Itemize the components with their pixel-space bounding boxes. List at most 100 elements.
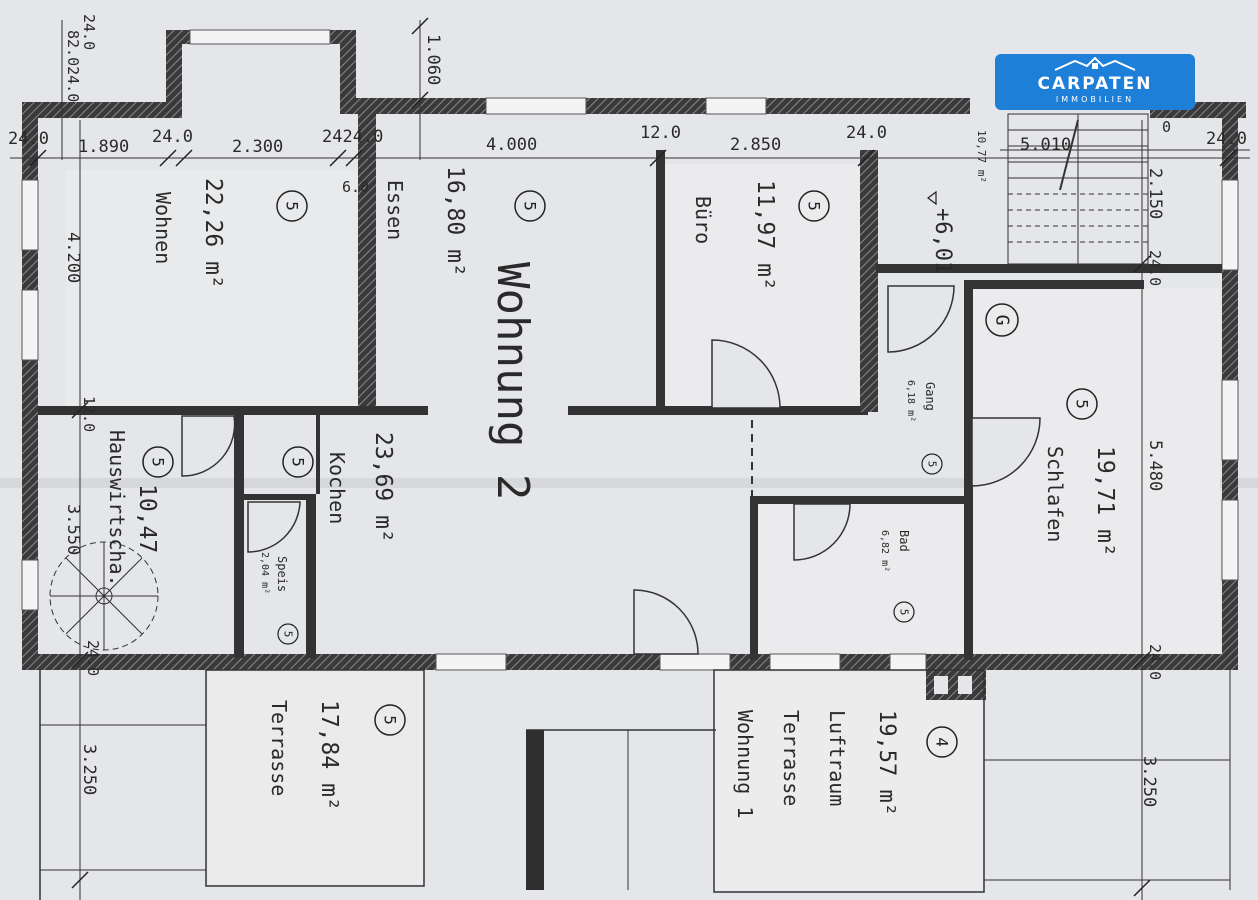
wall-stair-bottom bbox=[876, 264, 1222, 273]
room-name: Bad bbox=[897, 530, 911, 552]
window bbox=[1221, 499, 1239, 581]
logo-brand: CARPATEN bbox=[1037, 74, 1153, 94]
wall-wohnen-right bbox=[358, 114, 376, 410]
room-badge-number: 5 bbox=[1073, 399, 1092, 409]
dim-label: 1.890 bbox=[78, 137, 129, 157]
wall-buero-left bbox=[656, 150, 665, 412]
luftraum: 4 19,57 m² Luftraum Terrasse Wohnung 1 bbox=[733, 710, 958, 818]
window bbox=[435, 653, 507, 671]
wall-bad-left bbox=[750, 496, 758, 660]
chimney-hole bbox=[934, 676, 948, 694]
room-badge-number: 5 bbox=[805, 201, 824, 211]
terrace-wall bbox=[526, 730, 544, 890]
staircase bbox=[1007, 113, 1149, 265]
level-marker bbox=[927, 190, 937, 206]
room-badge bbox=[282, 446, 314, 478]
wall-top-mid bbox=[340, 98, 970, 114]
stair-level: +6,01 bbox=[930, 208, 955, 274]
window bbox=[769, 653, 841, 671]
window bbox=[889, 653, 927, 671]
chimney-hole bbox=[958, 676, 972, 694]
carpaten-logo: CARPATEN IMMOBILIEN bbox=[995, 54, 1195, 110]
room-area: 6,82 m² bbox=[879, 530, 890, 572]
wall-kochen-left bbox=[316, 414, 320, 494]
room-area: 2,04 m² bbox=[259, 552, 270, 594]
door-bad bbox=[793, 503, 851, 561]
room-area: 16,80 m² bbox=[442, 166, 468, 277]
wall-buero-right bbox=[860, 150, 878, 412]
room-kochen: 5 23,69 m² Kochen bbox=[282, 432, 396, 543]
dim-label: 3.250 bbox=[79, 744, 99, 795]
room-name: Essen bbox=[383, 180, 407, 240]
wall-mid-horizontal bbox=[38, 406, 428, 415]
room-stair: +6,01 G 10,77 m² bbox=[930, 130, 1019, 337]
wall-mid-horizontal-2 bbox=[568, 406, 868, 415]
room-badge-number: 5 bbox=[521, 201, 540, 211]
dim-label: 5.480 bbox=[1145, 440, 1165, 491]
doors bbox=[181, 285, 1041, 655]
luftraum-outline bbox=[713, 669, 985, 893]
room-name: Schlafen bbox=[1043, 446, 1067, 542]
dim-label: 24.0 bbox=[1206, 129, 1247, 149]
room-badge bbox=[142, 446, 174, 478]
room-name: Hauswirtscha. bbox=[105, 430, 129, 587]
dim-label: 1.060 bbox=[423, 34, 443, 85]
window bbox=[189, 29, 331, 45]
dim-label: 24.0 bbox=[8, 129, 49, 149]
bay-wall-right bbox=[340, 30, 356, 114]
room-name: Wohnen bbox=[151, 192, 175, 264]
dim-label: 3.550 bbox=[63, 504, 83, 555]
door-hwr bbox=[181, 415, 236, 477]
door-entry bbox=[633, 589, 699, 655]
dim-label: 24.0 bbox=[80, 14, 98, 50]
dim-label: 2.850 bbox=[730, 135, 781, 155]
stair-area: 10,77 m² bbox=[975, 130, 988, 183]
room-speis: Speis 2,04 m² 5 bbox=[259, 552, 299, 645]
dim-label: 24.0 bbox=[84, 640, 102, 676]
luftraum-line-4: Wohnung 1 bbox=[733, 710, 757, 818]
dim-label: 0 bbox=[1162, 118, 1171, 136]
room-fill-bad bbox=[757, 502, 965, 656]
dim-label: 6.0 bbox=[342, 178, 369, 196]
room-badge-number: 5 bbox=[381, 715, 400, 725]
room-badge bbox=[277, 623, 299, 645]
wall-hwr-right bbox=[234, 412, 244, 658]
door-speis bbox=[247, 501, 301, 553]
room-buero: 5 11,97 m² Büro bbox=[691, 180, 830, 291]
room-wohnen: 5 22,26 m² Wohnen bbox=[151, 178, 308, 289]
room-badge-number: 4 bbox=[933, 737, 952, 747]
window bbox=[1221, 379, 1239, 461]
room-fill-luftraum bbox=[714, 672, 982, 890]
room-area: 11,97 m² bbox=[752, 180, 778, 291]
window bbox=[659, 653, 731, 671]
room-badge-number: 5 bbox=[898, 609, 911, 616]
stair-badge-circle bbox=[985, 303, 1019, 337]
room-badge bbox=[276, 190, 308, 222]
wall-bottom bbox=[22, 654, 1238, 670]
dim-label: 24.0 bbox=[1146, 250, 1164, 286]
luftraum-line-1: 19,57 m² bbox=[874, 710, 899, 816]
terrace-outline bbox=[205, 669, 425, 887]
window bbox=[485, 97, 587, 115]
dim-label: 5.010 bbox=[1020, 135, 1071, 155]
dim-label: 24.0 bbox=[1146, 644, 1164, 680]
dim-label: 24.0 bbox=[846, 123, 887, 143]
room-gang: Gang 6,18 m² 5 bbox=[905, 380, 943, 475]
dim-label: 4.000 bbox=[486, 135, 537, 155]
room-fill-terrasse bbox=[208, 672, 424, 884]
window bbox=[1221, 179, 1239, 271]
room-badge bbox=[926, 726, 958, 758]
dim-label: 2.150 bbox=[1145, 168, 1165, 219]
stair-badge: G bbox=[992, 315, 1013, 326]
dim-label: 3.250 bbox=[1139, 756, 1159, 807]
dim-ticks bbox=[29, 17, 1237, 897]
apartment-name: Wohnung 2 bbox=[487, 262, 538, 500]
dim-label: 24.0 bbox=[152, 127, 193, 147]
window bbox=[21, 179, 39, 251]
paper-fold bbox=[0, 478, 1258, 488]
dim-label: 12.0 bbox=[80, 396, 98, 432]
dim-label: 82.024.0 bbox=[64, 30, 82, 102]
room-area: 6,18 m² bbox=[905, 380, 916, 422]
wall-top-left bbox=[22, 102, 182, 118]
